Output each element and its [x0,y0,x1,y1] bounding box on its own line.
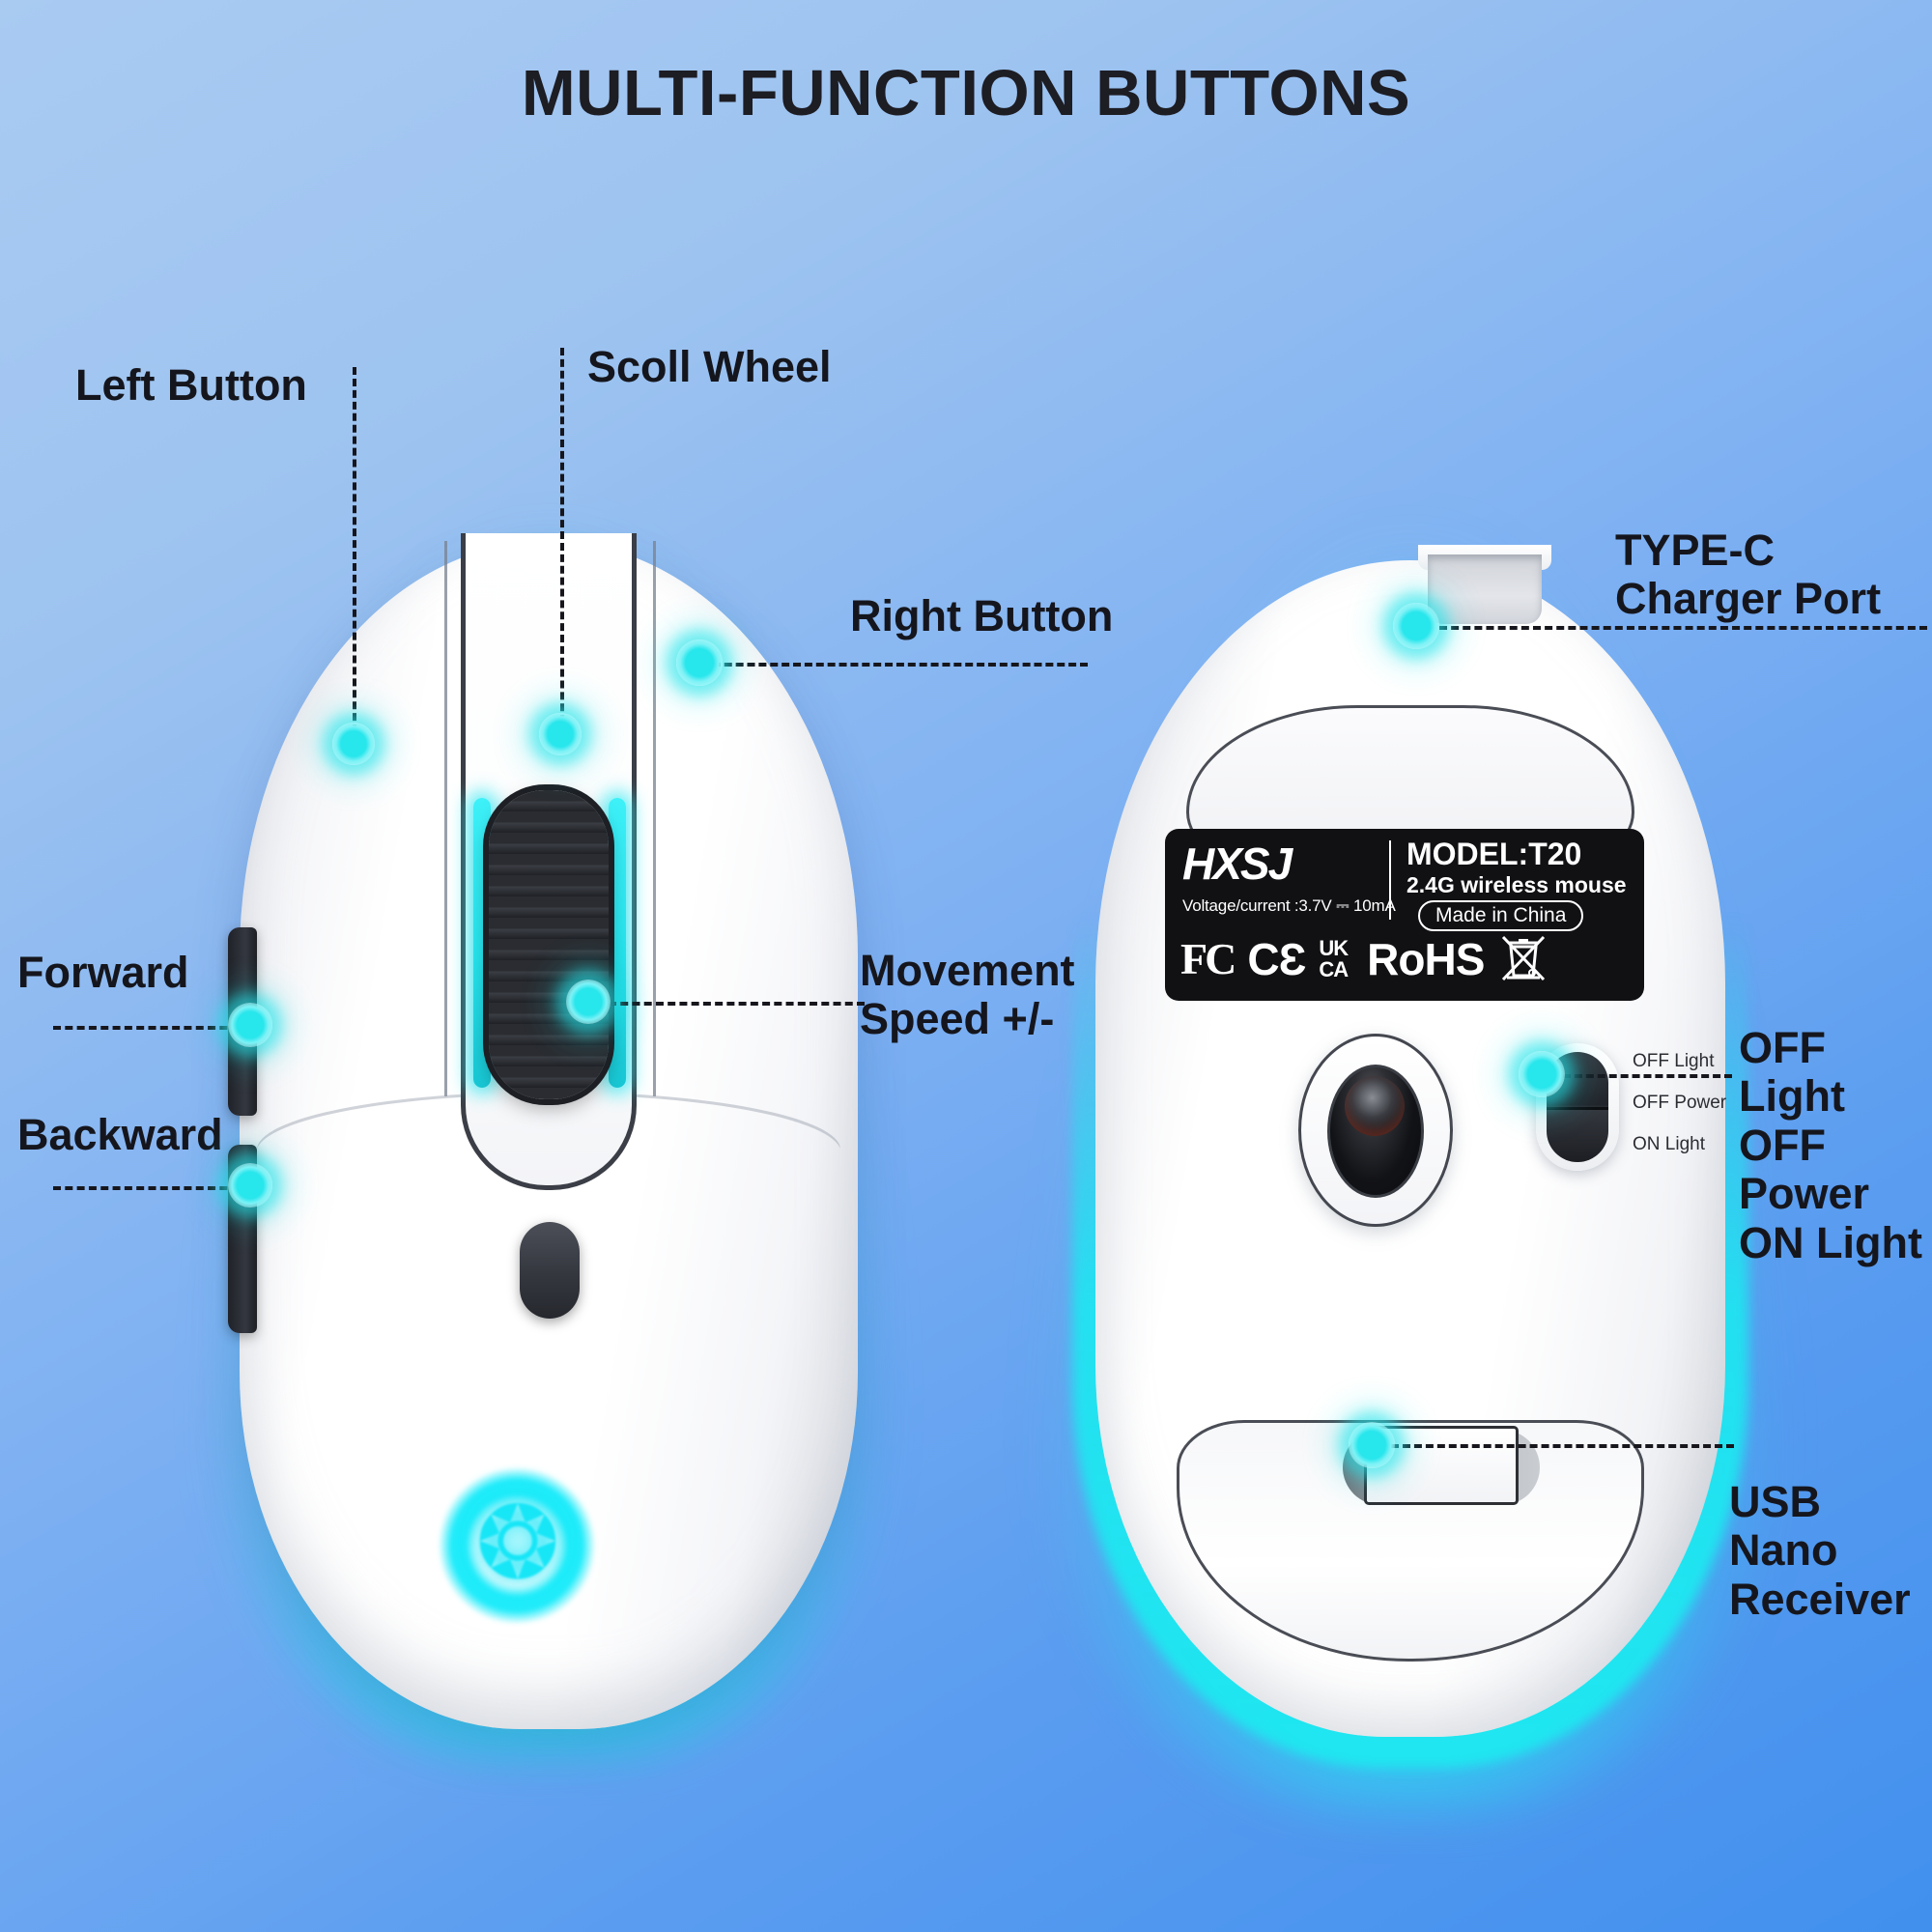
callout-scroll-wheel: Scoll Wheel [587,342,832,391]
voltage-rating: Voltage/current :3.7V ⎓ 10mA [1182,896,1396,915]
callout-light-modes: OFF Light OFF Power ON Light [1739,1023,1922,1267]
model-number: MODEL:T20 [1406,837,1582,871]
mouse-bottom-view: HXSJ Voltage/current :3.7V ⎓ 10mA MODEL:… [1037,522,1783,1806]
brand-logo-glow [435,1463,599,1628]
ce-icon: CƐ [1247,934,1306,984]
hotspot-forward[interactable] [228,1003,272,1047]
callout-right-button: Right Button [850,591,1114,640]
hotspot-backward[interactable] [228,1163,272,1208]
certification-row: FC CƐ UK CA RoHS [1180,933,1634,985]
callout-forward: Forward [17,948,189,997]
switch-label-off-light: OFF Light [1633,1051,1715,1071]
callout-type-c: TYPE-C Charger Port [1615,526,1882,624]
right-button-seam [653,541,656,1096]
callout-usb-receiver: USB Nano Receiver [1729,1477,1911,1624]
leader-left-button [353,367,356,744]
switch-label-off-power: OFF Power [1633,1093,1727,1113]
page-title: MULTI-FUNCTION BUTTONS [521,57,1411,129]
ukca-icon: UK CA [1319,936,1349,981]
leader-type-c [1439,626,1927,630]
brand-wordmark: HXSJ [1182,838,1293,889]
hotspot-scroll-wheel[interactable] [539,713,582,755]
leader-backward [53,1186,251,1190]
left-button-seam [444,541,447,1096]
product-subtitle: 2.4G wireless mouse [1406,872,1627,897]
hotspot-light-switch[interactable] [1519,1051,1565,1097]
hotspot-right-button[interactable] [676,639,723,686]
dpi-button-icon[interactable] [520,1222,580,1319]
sensor-lens [1345,1076,1405,1136]
leader-scroll-wheel [560,348,564,734]
hotspot-left-button[interactable] [332,723,375,765]
label-divider [1389,840,1391,920]
leader-usb-receiver [1391,1444,1734,1448]
rohs-icon: RoHS [1367,934,1485,984]
leader-forward [53,1026,251,1030]
scroll-wheel-icon[interactable] [489,790,609,1099]
hotspot-movement-speed[interactable] [566,980,611,1024]
fcc-icon: FC [1180,934,1236,983]
power-switch-detent [1547,1107,1608,1110]
switch-label-on-light: ON Light [1633,1134,1705,1154]
hotspot-type-c[interactable] [1393,603,1439,649]
callout-left-button: Left Button [75,360,307,410]
origin-badge: Made in China [1418,900,1584,931]
scroll-wheel-glow-right [609,798,626,1088]
leader-movement-speed [609,1002,865,1006]
callout-backward: Backward [17,1110,223,1159]
scorpion-logo-icon: ❂ [475,1488,560,1600]
scroll-wheel-glow-left [473,798,491,1088]
weee-bin-icon [1501,933,1546,985]
leader-right-button [701,663,1088,667]
product-spec-label: HXSJ Voltage/current :3.7V ⎓ 10mA MODEL:… [1165,829,1644,1001]
type-c-port-icon[interactable] [1428,554,1542,624]
leader-light-modes [1563,1074,1732,1078]
callout-movement-speed: Movement Speed +/- [860,946,1075,1044]
hotspot-usb-receiver[interactable] [1349,1422,1395,1468]
